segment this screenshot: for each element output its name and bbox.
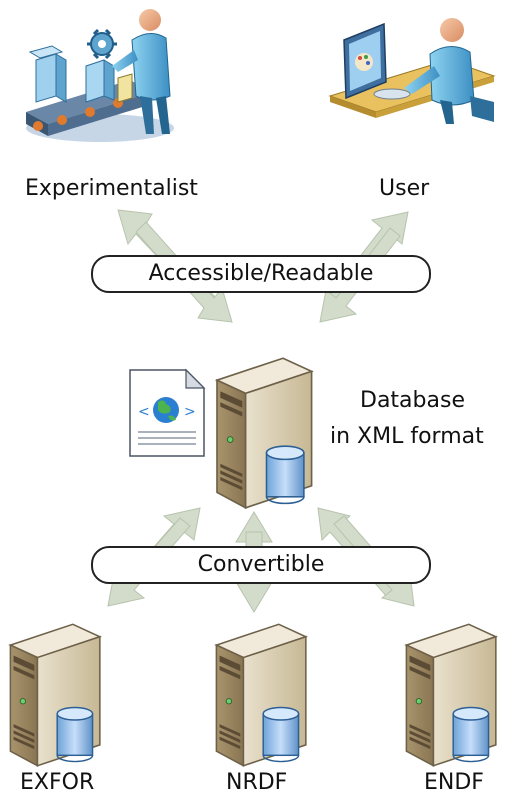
exfor-server-icon [9, 623, 101, 767]
nrdf-label: NRDF [226, 770, 288, 795]
database-label-line1: Database [360, 388, 465, 413]
endf-label: ENDF [424, 770, 484, 795]
experimentalist-icon [26, 9, 174, 142]
experimentalist-label: Experimentalist [25, 176, 198, 201]
svg-text:>: > [184, 404, 196, 420]
accessible-readable-link: Accessible/Readable [91, 255, 431, 293]
exfor-label: EXFOR [20, 770, 95, 795]
svg-text:<: < [138, 404, 150, 420]
xml-document-icon: < > [129, 368, 206, 457]
endf-server-icon [405, 623, 497, 767]
database-label-line2: in XML format [330, 424, 484, 449]
user-label: User [379, 176, 430, 201]
convertible-link: Convertible [91, 546, 431, 584]
nrdf-server-icon [215, 623, 307, 767]
user-icon [328, 18, 496, 124]
database-server-icon [216, 357, 313, 509]
